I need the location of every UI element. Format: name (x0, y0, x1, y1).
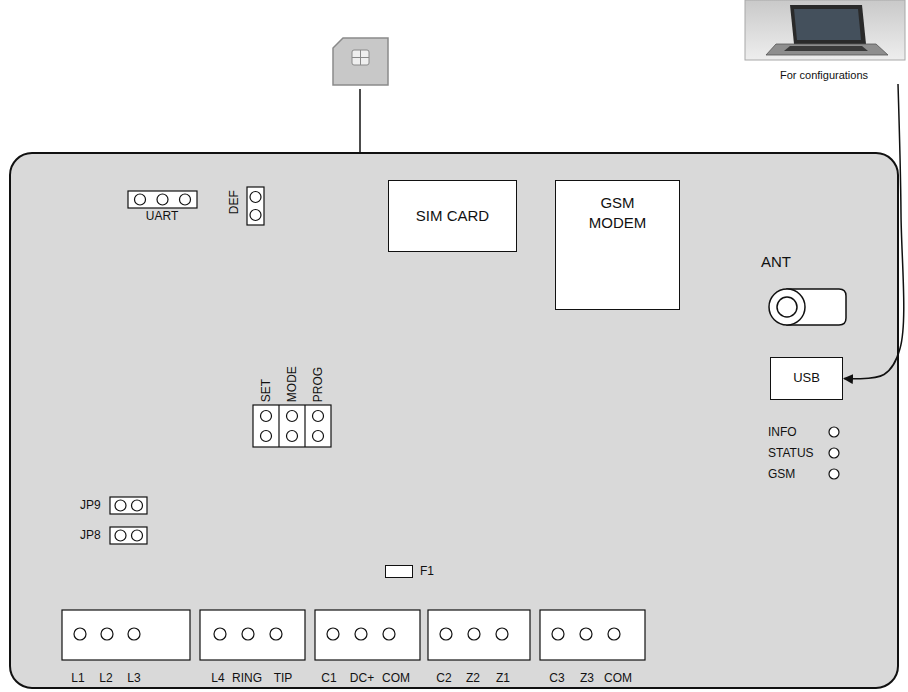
jumper-header (110, 527, 147, 544)
terminal-block (200, 610, 305, 660)
sim-chip (352, 50, 369, 65)
node-text: SIM CARD (416, 206, 489, 226)
header-divider (278, 405, 279, 447)
laptop-frame (745, 0, 905, 60)
node-text: For configurations (780, 68, 868, 82)
fuse-box: F1 (385, 563, 445, 580)
terminal-block (62, 610, 190, 660)
terminal-block (540, 610, 645, 660)
header-pin (261, 431, 272, 442)
status-led (829, 427, 839, 437)
header-pin (313, 411, 324, 422)
terminal-block (315, 610, 420, 660)
header-divider (304, 405, 305, 447)
header-pin (132, 530, 143, 541)
gsm-modem-box: GSM MODEM (555, 180, 680, 310)
status-led (829, 469, 839, 479)
jumper-label: DEF (227, 190, 241, 214)
header-pin (135, 194, 146, 205)
terminal-screw (608, 628, 620, 640)
terminal-screw (327, 628, 339, 640)
terminal-label: C2 (436, 671, 451, 685)
header-label: UART (146, 209, 178, 223)
terminal-screw (552, 628, 564, 640)
header-label: PROG (311, 367, 325, 402)
terminal-screw (355, 628, 367, 640)
terminal-label: L3 (127, 671, 140, 685)
terminal-screw (101, 628, 113, 640)
header-pin (157, 194, 168, 205)
terminal-screw (74, 628, 86, 640)
terminal-screw (383, 628, 395, 640)
terminal-screw (242, 628, 254, 640)
status-led (829, 448, 839, 458)
led-label: GSM (768, 467, 795, 481)
terminal-label: Z1 (496, 671, 510, 685)
terminal-label: C1 (321, 671, 336, 685)
laptop-caption-box: For configurations (742, 0, 906, 84)
header-label: SET (259, 379, 273, 402)
pin-header (253, 405, 331, 447)
header-pin (287, 411, 298, 422)
header-pin (250, 192, 261, 203)
sim-card-icon (333, 38, 388, 85)
header-pin (313, 431, 324, 442)
node-text: F1 (420, 564, 434, 580)
pin-header (128, 191, 197, 208)
jumper-header (110, 497, 147, 514)
terminal-screw (580, 628, 592, 640)
terminal-label: L2 (99, 671, 112, 685)
header-label: MODE (285, 366, 299, 402)
node-text: GSM MODEM (585, 193, 651, 232)
header-pin (261, 411, 272, 422)
antenna-connector (769, 289, 805, 325)
laptop-keyboard (784, 46, 868, 51)
terminal-label: Z2 (466, 671, 480, 685)
laptop-screen (794, 9, 861, 40)
header-pin (250, 210, 261, 221)
terminal-label: COM (604, 671, 632, 685)
jumper-label: JP9 (80, 498, 101, 512)
terminal-label: L1 (71, 671, 84, 685)
usb-port: USB (770, 357, 843, 400)
terminal-block (428, 610, 530, 660)
terminal-label: COM (382, 671, 410, 685)
header-pin (132, 500, 143, 511)
terminal-label: C3 (549, 671, 564, 685)
laptop-lid (790, 5, 866, 44)
node-text: USB (793, 370, 820, 387)
terminal-screw (128, 628, 140, 640)
fuse-outline (385, 565, 413, 578)
terminal-label: Z3 (580, 671, 594, 685)
terminal-screw (270, 628, 282, 640)
laptop-base (766, 44, 888, 55)
header-pin (180, 194, 191, 205)
sim-chip-line (352, 57, 369, 58)
led-label: STATUS (768, 446, 814, 460)
led-label: INFO (768, 425, 797, 439)
antenna-connector-core (777, 297, 797, 317)
terminal-screw (440, 628, 452, 640)
terminal-screw (468, 628, 480, 640)
terminal-screw (496, 628, 508, 640)
terminal-label: TIP (274, 671, 293, 685)
terminal-label: L4 (211, 671, 224, 685)
terminal-label: RING (232, 671, 262, 685)
circuit-board (10, 153, 898, 688)
sim-card-slot: SIM CARD (388, 180, 517, 252)
jumper-header (247, 187, 264, 225)
header-pin (287, 431, 298, 442)
terminal-label: DC+ (350, 671, 374, 685)
header-pin (115, 500, 126, 511)
jumper-label: JP8 (80, 528, 101, 542)
header-pin (115, 530, 126, 541)
connector-arrow (844, 84, 904, 379)
antenna-label: ANT (761, 253, 791, 271)
terminal-screw (214, 628, 226, 640)
